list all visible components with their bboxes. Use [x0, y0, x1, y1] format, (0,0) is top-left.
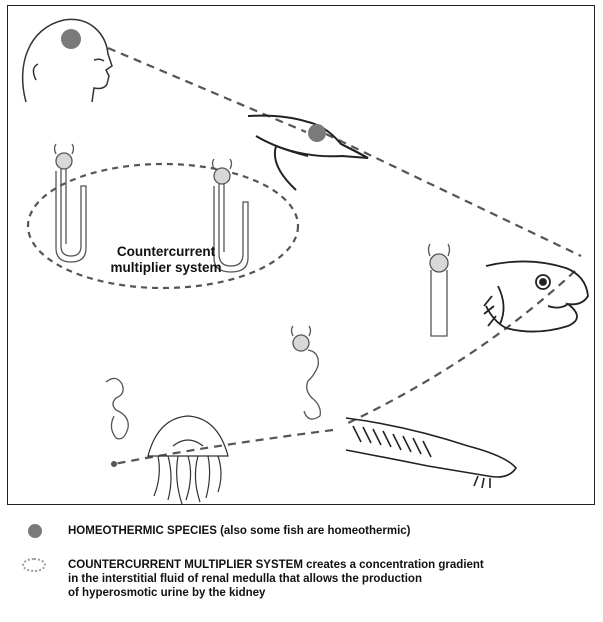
- human-homeothermic-dot: [61, 29, 81, 49]
- legend-homeothermic-text: HOMEOTHERMIC SPECIES (also some fish are…: [68, 524, 411, 538]
- dotted-ellipse-icon: [22, 558, 46, 572]
- lamprey-icon: [346, 418, 516, 488]
- countercurrent-label: Countercurrent multiplier system: [66, 244, 266, 276]
- evolution-diagram: Countercurrent multiplier system: [8, 6, 596, 506]
- countercurrent-label-line1: Countercurrent: [66, 244, 266, 260]
- nephron-straight-icon: [429, 244, 450, 336]
- bird-homeothermic-dot: [308, 124, 326, 142]
- bird-head-icon: [248, 116, 368, 190]
- countercurrent-label-line2: multiplier system: [66, 260, 266, 276]
- homeothermic-dot-icon: [28, 524, 42, 538]
- nephron-lamprey-icon: [292, 326, 321, 419]
- path-origin-dot: [111, 461, 117, 467]
- fish-head-icon: [484, 261, 588, 331]
- legend-countercurrent-text-line3: of hyperosmotic urine by the kidney: [68, 586, 265, 600]
- legend-countercurrent-text-line1: COUNTERCURRENT MULTIPLIER SYSTEM creates…: [68, 558, 484, 572]
- figure-frame: Countercurrent multiplier system: [7, 5, 595, 505]
- legend-countercurrent-text-line2: in the interstitial fluid of renal medul…: [68, 572, 422, 586]
- jellyfish-icon: [148, 416, 228, 504]
- legend: HOMEOTHERMIC SPECIES (also some fish are…: [0, 510, 603, 620]
- nephron-primitive-icon: [106, 378, 128, 438]
